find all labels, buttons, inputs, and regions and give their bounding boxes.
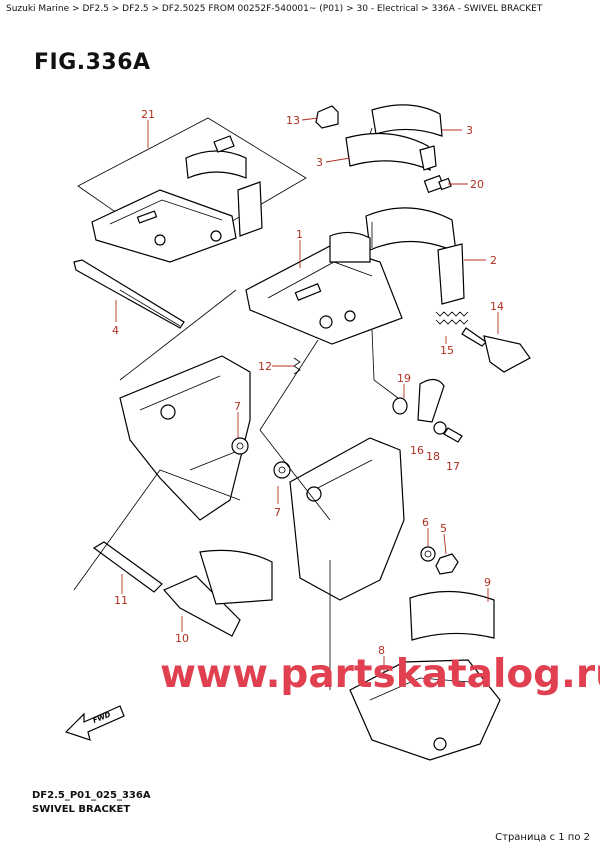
breadcrumb-separator: > <box>72 4 80 14</box>
part-6-washer[interactable] <box>420 546 436 562</box>
part-13-cap[interactable] <box>315 105 339 129</box>
part-12-clip[interactable] <box>293 357 301 375</box>
part-2-clamp-bracket[interactable] <box>365 207 465 305</box>
callout-1[interactable]: 1 <box>296 228 303 241</box>
breadcrumb: Suzuki Marine > DF2.5 > DF2.5 > DF2.5025… <box>6 4 542 14</box>
callout-19[interactable]: 19 <box>397 372 411 385</box>
part-14-thumb-screw[interactable] <box>461 327 531 373</box>
callout-10[interactable]: 10 <box>175 632 189 645</box>
callout-6[interactable]: 6 <box>422 516 429 529</box>
part-10-clamp-bottom[interactable] <box>163 549 273 637</box>
part-1-swivel-bracket[interactable] <box>245 231 403 345</box>
callout-13[interactable]: 13 <box>286 114 300 127</box>
part-3-clamp-lower[interactable] <box>345 132 437 171</box>
callout-17[interactable]: 17 <box>446 460 460 473</box>
watermark: www.partskatalog.ru <box>160 652 600 697</box>
part-15-spring[interactable] <box>435 311 469 325</box>
part-17-bolt[interactable] <box>443 427 463 443</box>
pagination: Страница с 1 по 2 <box>495 832 590 843</box>
breadcrumb-item[interactable]: Suzuki Marine <box>6 4 70 14</box>
part-21-swivel-bracket-assembly[interactable] <box>91 135 263 263</box>
callout-7[interactable]: 7 <box>234 400 241 413</box>
callout-12[interactable]: 12 <box>258 360 272 373</box>
stern-bracket-right[interactable] <box>289 437 405 601</box>
callout-2[interactable]: 2 <box>490 254 497 267</box>
part-8-clamp-assembly[interactable] <box>349 659 501 761</box>
fwd-arrow-icon: FWD <box>64 705 125 741</box>
callout-16[interactable]: 16 <box>410 444 424 457</box>
part-9-pad[interactable] <box>409 590 495 641</box>
callout-9[interactable]: 9 <box>484 576 491 589</box>
callout-8[interactable]: 8 <box>378 644 385 657</box>
callout-20[interactable]: 20 <box>470 178 484 191</box>
breadcrumb-item[interactable]: DF2.5025 FROM 00252F-540001~ (P01) <box>161 4 344 14</box>
part-7-washer-lower[interactable] <box>273 461 291 479</box>
part-4-through-bolt[interactable] <box>73 259 185 329</box>
callout-7[interactable]: 7 <box>274 506 281 519</box>
breadcrumb-separator: > <box>346 4 354 14</box>
part-18-washer[interactable] <box>433 421 447 435</box>
figure-title: FIG.336A <box>34 50 151 75</box>
part-16-washer[interactable] <box>392 397 408 415</box>
part-7-washer-upper[interactable] <box>231 437 249 455</box>
callout-3[interactable]: 3 <box>316 156 323 169</box>
callout-21[interactable]: 21 <box>141 108 155 121</box>
breadcrumb-item[interactable]: DF2.5 <box>122 4 149 14</box>
callout-leaders <box>115 117 499 676</box>
part-20-bolt[interactable] <box>423 174 452 194</box>
callout-labels: 21 13 3 3 20 1 2 4 14 15 12 19 7 16 18 1… <box>112 108 504 657</box>
figure-code: DF2.5_P01_025_336A <box>32 790 151 801</box>
breadcrumb-item[interactable]: DF2.5 <box>82 4 109 14</box>
breadcrumb-separator: > <box>421 4 429 14</box>
breadcrumb-separator: > <box>111 4 120 14</box>
breadcrumb-separator: > <box>151 4 159 14</box>
callout-18[interactable]: 18 <box>426 450 440 463</box>
callout-3[interactable]: 3 <box>466 124 473 137</box>
part-5-nut[interactable] <box>435 553 459 575</box>
callout-14[interactable]: 14 <box>490 300 504 313</box>
callout-15[interactable]: 15 <box>440 344 454 357</box>
assembly-guide-lines <box>73 289 399 690</box>
part-19-tilt-lever[interactable] <box>417 378 445 423</box>
callout-5[interactable]: 5 <box>440 522 447 535</box>
breadcrumb-item-current: 336A - SWIVEL BRACKET <box>431 4 543 14</box>
callout-4[interactable]: 4 <box>112 324 119 337</box>
callout-11[interactable]: 11 <box>114 594 128 607</box>
breadcrumb-item[interactable]: 30 - Electrical <box>356 4 419 14</box>
part-11-pin[interactable] <box>92 541 163 593</box>
figure-name: SWIVEL BRACKET <box>32 804 131 815</box>
stern-bracket-left[interactable] <box>119 355 251 521</box>
